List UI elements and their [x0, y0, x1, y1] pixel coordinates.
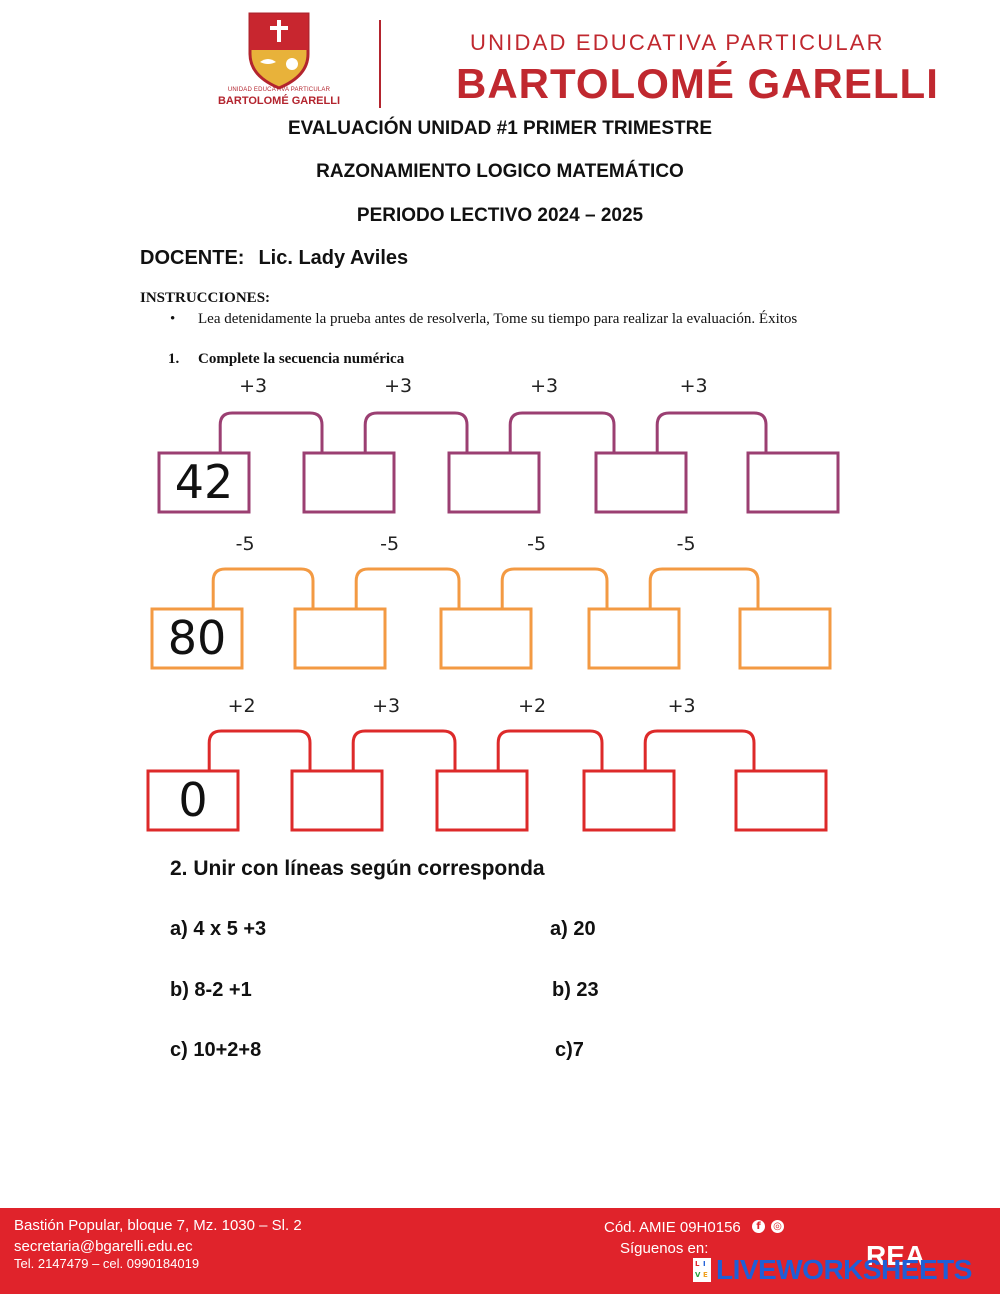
- sequence-3-connector-2: [351, 729, 457, 771]
- sequence-3-operation-1: +2: [228, 695, 256, 717]
- match-right-b[interactable]: b) 23: [552, 979, 599, 1001]
- sequence-2-connector-2: [354, 567, 461, 609]
- question-2-title: 2. Unir con líneas según corresponda: [170, 857, 545, 880]
- sequence-2-operation-4: -5: [677, 533, 696, 555]
- match-right-c[interactable]: c)7: [555, 1039, 584, 1061]
- rea-logo: REA: [866, 1240, 926, 1271]
- sequence-1-answer-box-3[interactable]: [594, 451, 688, 514]
- logo-caption-bottom: BARTOLOMÉ GARELLI: [217, 95, 340, 107]
- teacher-name: Lic. Lady Aviles: [258, 247, 409, 269]
- facebook-icon: f: [752, 1220, 765, 1233]
- question-1-number: 1.: [168, 351, 180, 367]
- sequence-3-answer-box-2[interactable]: [435, 769, 529, 832]
- sequence-2-answer-box-3[interactable]: [587, 607, 681, 670]
- sequence-1-start-box: [157, 451, 251, 514]
- sequence-1-operation-1: +3: [239, 375, 267, 397]
- sequence-3-start-number: 0: [178, 773, 207, 827]
- subject-title: RAZONAMIENTO LOGICO MATEMÁTICO: [316, 161, 684, 182]
- sequence-1-answer-box-1[interactable]: [302, 451, 396, 514]
- footer-phone: Tel. 2147479 – cel. 0990184019: [14, 1256, 200, 1271]
- sequence-2-connector-3: [500, 567, 609, 609]
- sequence-2-operation-2: -5: [380, 533, 399, 555]
- footer-email: secretaria@bgarelli.edu.ec: [14, 1238, 193, 1255]
- sequence-1-connector-2: [363, 411, 469, 453]
- sequence-3-operation-3: +2: [518, 695, 546, 717]
- logo-caption-top: UNIDAD EDUCATIVA PARTICULAR: [227, 87, 331, 93]
- teacher-line: DOCENTE: Lic. Lady Aviles: [140, 247, 408, 270]
- sequence-2-answer-box-1[interactable]: [293, 607, 387, 670]
- sequence-1-connector-1: [218, 411, 324, 453]
- liveworksheets-badge-icon: L I V E: [693, 1258, 711, 1282]
- sequence-2-start-number: 80: [168, 611, 227, 665]
- school-subtitle: UNIDAD EDUCATIVA PARTICULAR: [470, 30, 885, 55]
- sequence-1-start-number: 42: [175, 455, 234, 509]
- exam-title: EVALUACIÓN UNIDAD #1 PRIMER TRIMESTRE: [287, 118, 712, 139]
- header-divider: [379, 20, 381, 108]
- sequence-3-answer-box-4[interactable]: [734, 769, 828, 832]
- instagram-icon: ◎: [771, 1220, 784, 1233]
- match-left-c[interactable]: c) 10+2+8: [170, 1039, 262, 1061]
- sequence-1-operation-3: +3: [530, 375, 558, 397]
- sequence-2-answer-box-4[interactable]: [738, 607, 832, 670]
- footer-follow-label: Síguenos en:: [620, 1240, 709, 1257]
- sequence-2-connector-1: [211, 567, 315, 609]
- sequence-3-operation-4: +3: [668, 695, 696, 717]
- sequence-3-operation-2: +3: [372, 695, 400, 717]
- sequence-3-connector-1: [207, 729, 312, 771]
- sequence-3-connector-4: [643, 729, 756, 771]
- sequence-2-start-box: [150, 607, 244, 670]
- match-right-a[interactable]: a) 20: [550, 918, 596, 940]
- sequence-1-connector-3: [508, 411, 616, 453]
- instructions-bullet: •: [170, 311, 176, 327]
- sequence-3-answer-box-3[interactable]: [582, 769, 676, 832]
- liveworksheets-watermark: LIVEWORKSHEETS: [716, 1254, 972, 1285]
- sequence-3-start-box: [146, 769, 240, 832]
- instructions-text: Lea detenidamente la prueba antes de res…: [198, 311, 798, 327]
- sequence-2-operation-1: -5: [236, 533, 255, 555]
- question-1-text: Complete la secuencia numérica: [198, 351, 405, 367]
- instructions-heading: INSTRUCCIONES:: [140, 290, 271, 306]
- sequence-3-connector-3: [496, 729, 604, 771]
- sequence-2-answer-box-2[interactable]: [439, 607, 533, 670]
- sequence-3-answer-box-1[interactable]: [290, 769, 384, 832]
- period-title: PERIODO LECTIVO 2024 – 2025: [356, 205, 644, 226]
- sequence-1-answer-box-4[interactable]: [746, 451, 840, 514]
- match-left-a[interactable]: a) 4 x 5 +3: [170, 918, 267, 940]
- footer-address: Bastión Popular, bloque 7, Mz. 1030 – Sl…: [14, 1217, 302, 1234]
- sequence-1-operation-2: +3: [384, 375, 412, 397]
- school-shield-logo: [246, 10, 312, 90]
- school-name: BARTOLOMÉ GARELLI: [456, 60, 939, 107]
- sequence-1-operation-4: +3: [680, 375, 708, 397]
- sequence-2-connector-4: [648, 567, 760, 609]
- teacher-label: DOCENTE:: [140, 247, 245, 269]
- sequence-1-answer-box-2[interactable]: [447, 451, 541, 514]
- sequence-1-connector-4: [655, 411, 768, 453]
- match-left-b[interactable]: b) 8-2 +1: [170, 979, 252, 1001]
- footer-amie-code: Cód. AMIE 09H0156: [604, 1219, 741, 1236]
- footer-bar: [0, 1208, 1000, 1294]
- sequence-2-operation-3: -5: [527, 533, 546, 555]
